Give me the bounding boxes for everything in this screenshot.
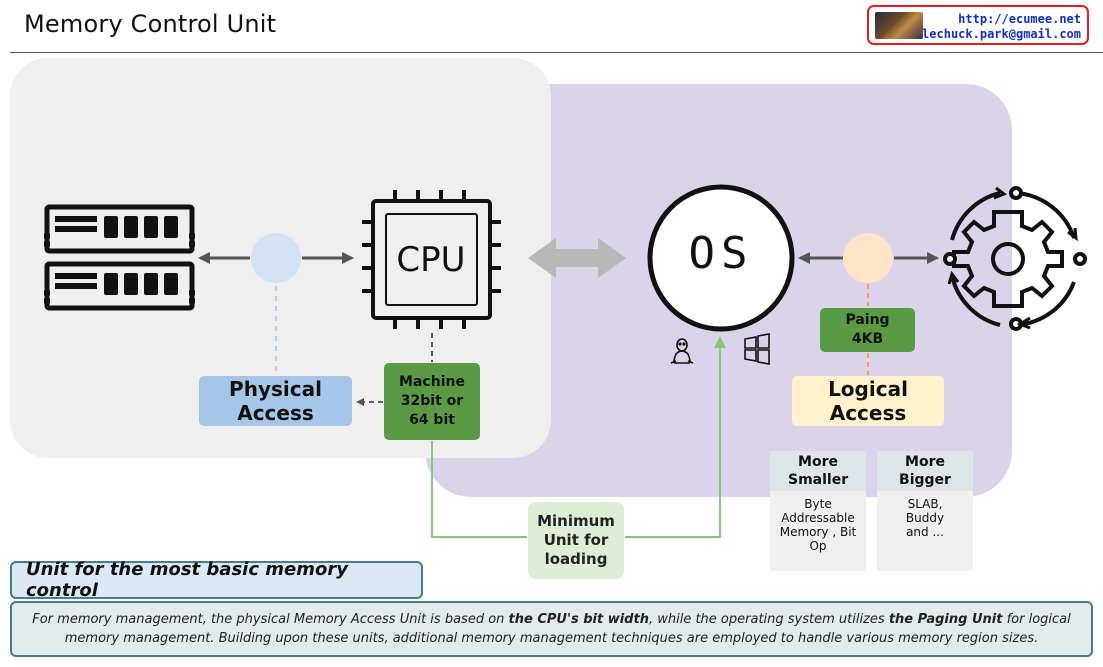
card-bigger-body: SLAB, Buddy and ... [905, 497, 945, 539]
physical-bubble [251, 233, 301, 283]
description-part-4: the Paging Unit [888, 612, 1003, 627]
card-more-bigger: More Bigger SLAB, Buddy and ... [877, 451, 973, 571]
paging-box: Paing 4KB [820, 308, 915, 352]
machine-minimum-link [431, 441, 527, 538]
page-title: Memory Control Unit [24, 10, 277, 38]
title-divider [10, 52, 1103, 53]
card-more-smaller: More Smaller Byte Addressable Memory , B… [770, 451, 866, 571]
physical-access-box: Physical Access [199, 376, 352, 426]
card-smaller-body: Byte Addressable Memory , Bit Op [779, 497, 857, 553]
minimum-unit-label: Minimum Unit for loading [537, 512, 615, 568]
paging-label: Paing 4KB [845, 312, 890, 347]
ram-module-icon [44, 204, 195, 311]
minimum-os-link [625, 336, 726, 538]
machine-bit-box: Machine 32bit or 64 bit [384, 363, 480, 440]
contact-box: http://ecumee.net lechuck.park@gmail.com [867, 5, 1089, 45]
os-circle-icon [647, 184, 795, 332]
description-part-2: the CPU's bit width [508, 612, 649, 627]
cpu-chip-icon [362, 190, 501, 329]
description-part-3: , while the operating system utilizes [648, 612, 889, 627]
card-bigger-title: More Bigger [877, 451, 973, 491]
contact-url[interactable]: http://ecumee.net [958, 12, 1081, 26]
logical-access-box: Logical Access [792, 376, 944, 426]
minimum-unit-box: Minimum Unit for loading [528, 502, 624, 579]
card-smaller-title: More Smaller [770, 451, 866, 491]
gear-cycle-icon [943, 186, 1087, 331]
os-label: OS [688, 228, 754, 279]
contact-email[interactable]: lechuck.park@gmail.com [922, 27, 1081, 41]
description-part-5: for logical memory management. Building … [64, 612, 1071, 646]
windows-logo-icon [744, 333, 770, 365]
description-panel: For memory management, the physical Memo… [10, 601, 1093, 657]
physical-access-label: Physical Access [229, 377, 322, 425]
logical-access-label: Logical Access [828, 377, 908, 425]
description-part-1: For memory management, the physical Memo… [32, 612, 509, 627]
machine-bit-label: Machine 32bit or 64 bit [399, 374, 465, 428]
section-label: Unit for the most basic memory control [10, 559, 423, 601]
cpu-os-double-arrow [528, 238, 626, 278]
author-thumbnail [875, 12, 923, 39]
linux-tux-icon [670, 338, 694, 364]
cpu-label: CPU [396, 240, 466, 280]
logical-bubble [843, 233, 893, 283]
